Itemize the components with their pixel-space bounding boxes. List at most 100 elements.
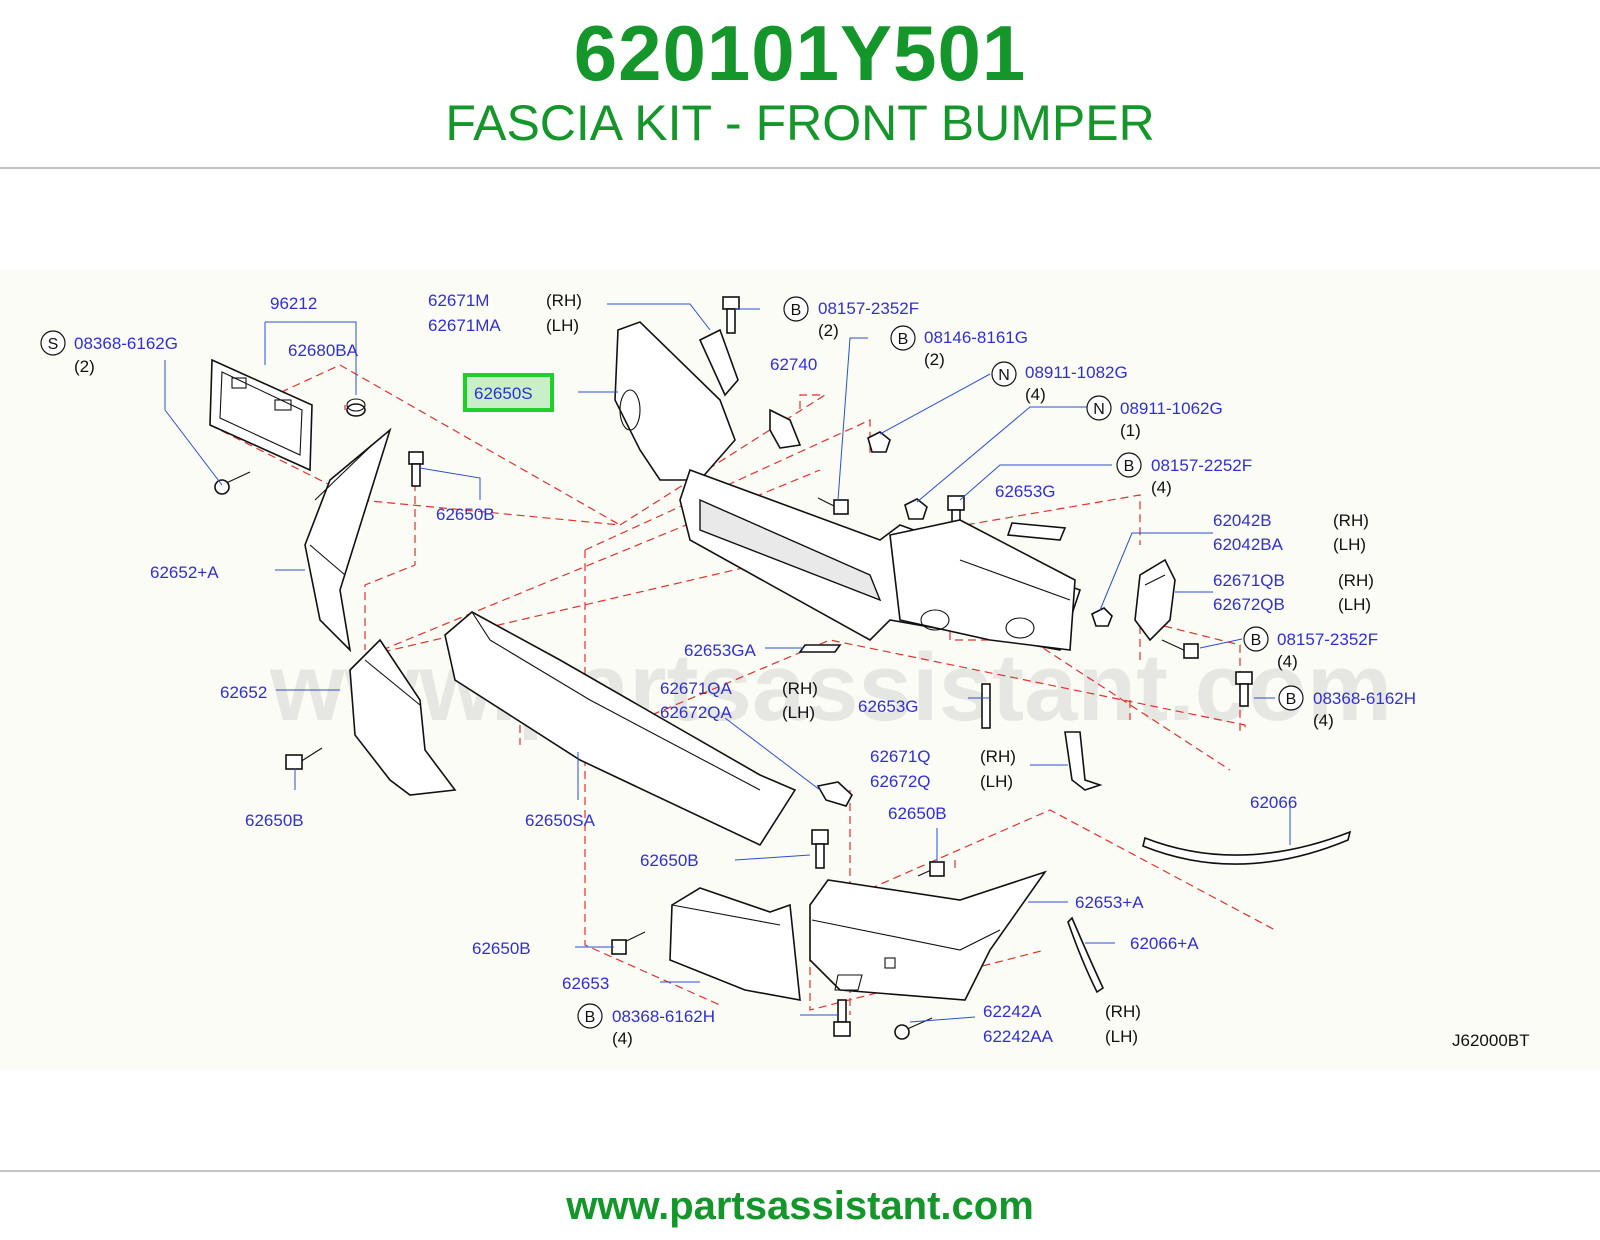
callout-62650B-right: 62650B: [888, 804, 947, 823]
bracket-62740: [769, 408, 802, 449]
bolt-08368-6162H-bottom: [833, 999, 851, 1037]
callout-62242AA: 62242AA: [983, 1027, 1054, 1046]
footer-divider: [0, 1170, 1600, 1172]
callout-08911-1062G: 08911-1062G: [1120, 399, 1223, 418]
bolt-08157-2352F-right: [1161, 639, 1199, 659]
strip-62653G-lower: [981, 683, 991, 729]
callout-prefix: B: [585, 1009, 596, 1026]
callout-96212: 96212: [270, 294, 317, 313]
footer-url[interactable]: www.partsassistant.com: [566, 1184, 1034, 1228]
callout-side: (LH): [980, 772, 1013, 791]
callout-62650B-lower: 62650B: [472, 939, 531, 958]
callout-62650B-left: 62650B: [245, 811, 304, 830]
callout-08368-6162G: 08368-6162G: [74, 334, 178, 353]
callout-62680BA: 62680BA: [288, 341, 359, 360]
nut-62042B: [1091, 607, 1113, 627]
diagram-code: J62000BT: [1452, 1031, 1530, 1050]
callout-62042B: 62042B: [1213, 511, 1272, 530]
bolt-62650B-mid: [811, 829, 829, 869]
right-bracket-62671QB: [1134, 558, 1176, 642]
header-divider: [0, 167, 1600, 169]
callout-qty: (2): [818, 321, 839, 340]
callout-62653-plus-a: 62653+A: [1075, 893, 1144, 912]
callout-side: (LH): [1338, 595, 1371, 614]
prefix-circle-S: [40, 330, 66, 356]
callout-62671M: 62671M: [428, 291, 489, 310]
leader-lines: [164, 303, 1291, 1023]
callout-prefix: N: [1093, 401, 1105, 418]
callout-prefix: B: [1124, 458, 1135, 475]
callout-62653: 62653: [562, 974, 609, 993]
callout-qty: (4): [1313, 711, 1334, 730]
callout-62066-plus-a: 62066+A: [1130, 934, 1199, 953]
callout-62672QA: 62672QA: [660, 703, 732, 722]
callout-08368-6162H-bottom: 08368-6162H: [612, 1007, 715, 1026]
callout-62740: 62740: [770, 355, 817, 374]
page-header: 620101Y501 FASCIA KIT - FRONT BUMPER: [0, 0, 1600, 170]
callout-side: (RH): [782, 679, 818, 698]
highlight-box-62650S: [463, 373, 554, 412]
bolt-08368-6162H-right: [1235, 671, 1253, 707]
callout-62671Q: 62671Q: [870, 747, 931, 766]
pad-62653G-upper: [1006, 522, 1067, 541]
callout-08368-6162H-right: 08368-6162H: [1313, 689, 1416, 708]
callout-qty: (4): [1151, 478, 1172, 497]
lower-fascia-62653-plus-a: [809, 870, 1048, 1001]
callout-08157-2252F: 08157-2252F: [1151, 456, 1252, 475]
callout-prefix: S: [48, 336, 59, 353]
callout-qty: (4): [1025, 385, 1046, 404]
callout-prefix: B: [1286, 691, 1297, 708]
callout-qty: (4): [1277, 652, 1298, 671]
callout-side: (RH): [546, 291, 582, 310]
callout-08146-8161G: 08146-8161G: [924, 328, 1028, 347]
screw-62242A: [894, 1017, 933, 1040]
screw-08368-6162G: [214, 471, 251, 495]
part-number-title: 620101Y501: [573, 9, 1027, 97]
callout-prefix: N: [998, 367, 1010, 384]
upper-reinforcement-62650S: [614, 321, 739, 481]
callouts: 96212 S 08368-6162G (2) 62680BA 62671M (…: [40, 291, 1530, 1050]
side-bracket-62652: [349, 638, 457, 796]
prefix-circle-B: [1243, 626, 1269, 652]
callout-62650B-mid: 62650B: [640, 851, 699, 870]
prefix-circle-B: [890, 325, 916, 351]
energy-absorber-62650SA: [444, 611, 797, 847]
callout-side: (LH): [782, 703, 815, 722]
callout-62653G: 62653G: [995, 482, 1056, 501]
callout-qty: (1): [1120, 421, 1141, 440]
pad-62653GA: [798, 644, 842, 653]
callout-62066: 62066: [1250, 793, 1297, 812]
bumper-armature: [679, 468, 1082, 651]
bracket-62671QA: [816, 781, 854, 807]
callout-62672QB: 62672QB: [1213, 595, 1285, 614]
callout-side: (LH): [546, 316, 579, 335]
callout-62671MA: 62671MA: [428, 316, 501, 335]
lower-side-cover-62653: [669, 887, 801, 1001]
prefix-circle-B: [1278, 685, 1304, 711]
callout-62650S: 62650S: [474, 384, 533, 403]
callout-62653GA: 62653GA: [684, 641, 756, 660]
bracket-nut: [346, 398, 366, 417]
bolt-62650B-upper: [408, 451, 424, 487]
prefix-circle-N: [1086, 395, 1112, 421]
callout-side: (RH): [1333, 511, 1369, 530]
callout-62671QB: 62671QB: [1213, 571, 1285, 590]
callout-side: (RH): [1105, 1002, 1141, 1021]
callout-08911-1082G: 08911-1082G: [1025, 363, 1128, 382]
callout-08157-2352F-right: 08157-2352F: [1277, 630, 1378, 649]
nut-08911-1062G: [867, 431, 891, 453]
bolt-08146-8161G: [817, 497, 849, 515]
callout-qty: (4): [612, 1029, 633, 1048]
callout-side: (LH): [1105, 1027, 1138, 1046]
callout-62672Q: 62672Q: [870, 772, 931, 791]
bolt-62650B-left: [285, 747, 323, 770]
bolt-08157-2352F-top: [722, 296, 740, 334]
strip-62066-plus-a: [1067, 916, 1105, 994]
callout-qty: (2): [74, 357, 95, 376]
callout-side: (RH): [980, 747, 1016, 766]
callout-62650B: 62650B: [436, 505, 495, 524]
callout-side: (LH): [1333, 535, 1366, 554]
callout-qty: (2): [924, 350, 945, 369]
callout-prefix: B: [898, 331, 909, 348]
